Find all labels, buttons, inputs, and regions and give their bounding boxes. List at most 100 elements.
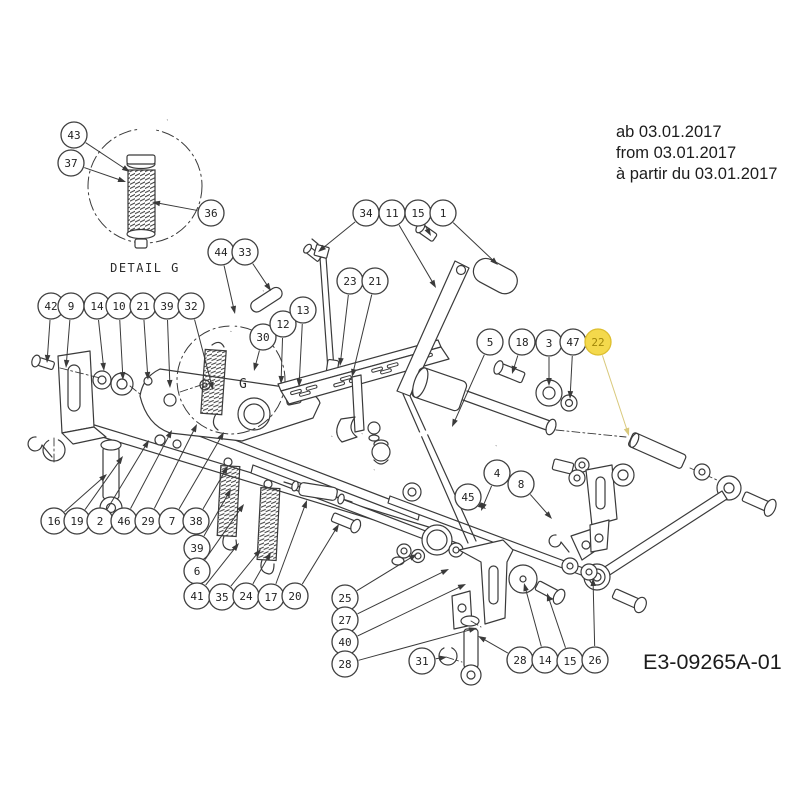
leader-arrowhead: [511, 365, 518, 374]
leader-line-19: [84, 459, 121, 510]
leader-arrowhead: [332, 524, 339, 533]
callout-28[interactable]: 28: [331, 650, 359, 678]
leader-line-14: [98, 319, 104, 367]
callout-15[interactable]: 15: [556, 647, 584, 675]
leader-arrowhead: [546, 593, 553, 602]
leader-arrowhead: [408, 554, 417, 561]
callout-21[interactable]: 21: [361, 267, 389, 295]
leader-line-24: [252, 556, 269, 585]
callout-47[interactable]: 47: [559, 328, 587, 356]
callout-21[interactable]: 21: [129, 292, 157, 320]
callout-29[interactable]: 29: [134, 507, 162, 535]
callout-14[interactable]: 14: [531, 646, 559, 674]
leader-line-38: [202, 470, 226, 510]
callout-22-highlighted[interactable]: 22: [584, 328, 612, 356]
main-assembly-drawing: G: [27, 221, 777, 686]
callout-number: 15: [563, 655, 576, 668]
callout-number: 9: [68, 300, 75, 313]
callout-number: 19: [70, 515, 83, 528]
callout-16[interactable]: 16: [40, 507, 68, 535]
detail-inset-label: DETAIL G: [110, 261, 180, 275]
callout-11[interactable]: 11: [378, 199, 406, 227]
leader-arrowhead: [623, 427, 630, 436]
callout-5[interactable]: 5: [476, 328, 504, 356]
callout-44[interactable]: 44: [207, 238, 235, 266]
callout-20[interactable]: 20: [281, 582, 309, 610]
leader-line-27: [357, 570, 445, 615]
leader-arrowhead: [116, 456, 123, 465]
callout-6[interactable]: 6: [183, 557, 211, 585]
callout-38[interactable]: 38: [182, 507, 210, 535]
callout-41[interactable]: 41: [183, 582, 211, 610]
leader-arrowhead: [144, 371, 151, 380]
callout-number: 46: [117, 515, 130, 528]
callout-46[interactable]: 46: [110, 507, 138, 535]
callout-7[interactable]: 7: [158, 507, 186, 535]
leader-arrowhead: [264, 552, 271, 561]
callout-number: 44: [214, 246, 228, 259]
callout-9[interactable]: 9: [57, 292, 85, 320]
callout-36[interactable]: 36: [197, 199, 225, 227]
callout-number: 12: [276, 318, 289, 331]
callout-number: 37: [64, 157, 77, 170]
callout-33[interactable]: 33: [231, 238, 259, 266]
callout-8[interactable]: 8: [507, 470, 535, 498]
callout-12[interactable]: 12: [269, 310, 297, 338]
callout-39[interactable]: 39: [153, 292, 181, 320]
leader-arrowhead: [230, 305, 236, 314]
callout-34[interactable]: 34: [352, 199, 380, 227]
leader-arrowhead: [99, 474, 107, 482]
callout-2[interactable]: 2: [86, 507, 114, 535]
callout-42[interactable]: 42: [37, 292, 65, 320]
callout-45[interactable]: 45: [454, 483, 482, 511]
leader-arrowhead: [231, 543, 239, 551]
callout-31[interactable]: 31: [408, 647, 436, 675]
callout-30[interactable]: 30: [249, 323, 277, 351]
callout-14[interactable]: 14: [83, 292, 111, 320]
leader-arrowhead: [544, 511, 552, 519]
leader-arrowhead: [278, 375, 285, 384]
callout-number: 6: [194, 565, 201, 578]
callout-13[interactable]: 13: [289, 296, 317, 324]
leader-line-42: [46, 319, 51, 359]
validity-line-de: ab 03.01.2017: [616, 123, 722, 141]
leader-line-25: [356, 556, 413, 592]
leader-line-6: [204, 507, 242, 560]
leader-arrowhead: [546, 378, 552, 386]
callout-number: 8: [518, 478, 525, 491]
callout-18[interactable]: 18: [508, 328, 536, 356]
leader-line-1: [452, 222, 495, 262]
callout-15[interactable]: 15: [404, 199, 432, 227]
callout-35[interactable]: 35: [208, 583, 236, 611]
callout-24[interactable]: 24: [232, 582, 260, 610]
callout-19[interactable]: 19: [63, 507, 91, 535]
callout-23[interactable]: 23: [336, 267, 364, 295]
callout-17[interactable]: 17: [257, 583, 285, 611]
leader-line-13: [298, 323, 303, 383]
callout-37[interactable]: 37: [57, 149, 85, 177]
callout-43[interactable]: 43: [60, 121, 88, 149]
leader-arrowhead: [338, 357, 344, 366]
leader-line-39: [167, 319, 171, 384]
leader-arrowhead: [237, 504, 244, 513]
callout-27[interactable]: 27: [331, 606, 359, 634]
callout-1[interactable]: 1: [429, 199, 457, 227]
leader-arrowhead: [224, 489, 231, 498]
callout-32[interactable]: 32: [177, 292, 205, 320]
callout-26[interactable]: 26: [581, 646, 609, 674]
callout-4[interactable]: 4: [483, 459, 511, 487]
leader-arrowhead: [264, 282, 271, 291]
callout-3[interactable]: 3: [535, 329, 563, 357]
callout-number: 17: [264, 591, 277, 604]
callout-10[interactable]: 10: [105, 292, 133, 320]
callout-number: 21: [368, 275, 381, 288]
leader-arrowhead: [208, 381, 214, 390]
leader-line-11: [398, 224, 434, 284]
callout-39[interactable]: 39: [183, 534, 211, 562]
validity-line-en: from 03.01.2017: [616, 144, 736, 162]
leader-line-28: [358, 628, 473, 661]
callout-number: 41: [190, 590, 203, 603]
callout-number: 43: [67, 129, 80, 142]
callout-28[interactable]: 28: [506, 646, 534, 674]
